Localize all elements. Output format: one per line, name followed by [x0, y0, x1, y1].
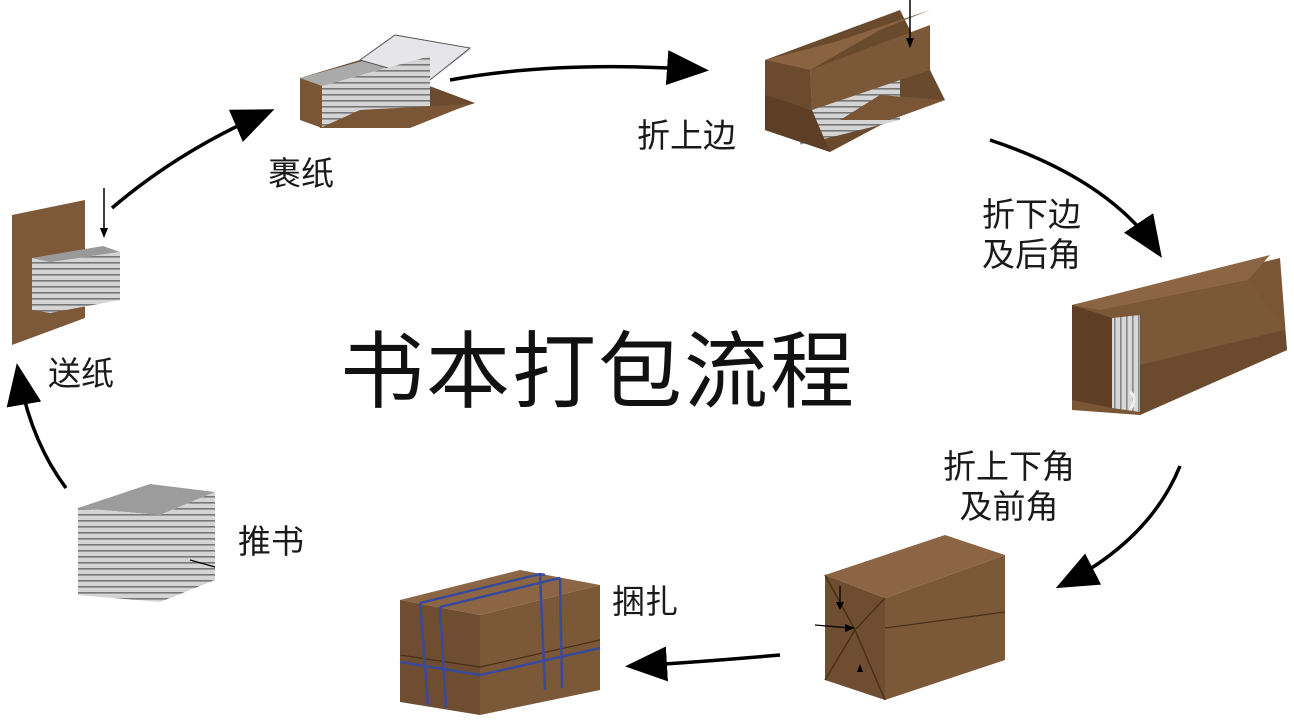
arrow-guo-to-zheshang: [449, 50, 709, 86]
label-wrap-paper: 裹纸: [268, 154, 334, 193]
arrow-zheshangxia-to-kunza: [625, 646, 781, 682]
diagram-title: 书本打包流程: [340, 323, 857, 421]
step-fold-corners-illustration: [814, 535, 1006, 701]
label-fold-bottom-back-line1: 折下边: [982, 195, 1081, 234]
label-push-books: 推书: [238, 522, 304, 561]
label-fold-corners-line2: 及前角: [959, 486, 1059, 526]
step-fold-top-illustration: [765, 0, 945, 152]
label-fold-corners: 折上下角 及前角: [943, 447, 1075, 526]
step-wrap-paper-illustration: [300, 34, 475, 128]
label-fold-bottom-back: 折下边 及后角: [982, 195, 1081, 274]
arrow-tuishu-to-song: [6, 363, 68, 490]
step-feed-paper-illustration: [12, 188, 120, 345]
arrow-zhexia-to-zheshangxia: [1055, 465, 1182, 589]
flow-arrows: [6, 50, 1182, 682]
step-fold-bottom-back-illustration: [1072, 255, 1287, 415]
label-bundle: 捆扎: [612, 582, 678, 621]
step-bundle-illustration: [399, 570, 601, 715]
arrow-song-to-guo: [110, 109, 275, 210]
label-fold-bottom-back-line2: 及后角: [982, 234, 1081, 274]
step-push-books-illustration: [78, 484, 216, 602]
label-feed-paper: 送纸: [48, 354, 114, 393]
label-fold-corners-line1: 折上下角: [943, 447, 1075, 486]
label-fold-top: 折上边: [637, 116, 736, 155]
arrow-zheshang-to-zhexia: [989, 138, 1162, 258]
